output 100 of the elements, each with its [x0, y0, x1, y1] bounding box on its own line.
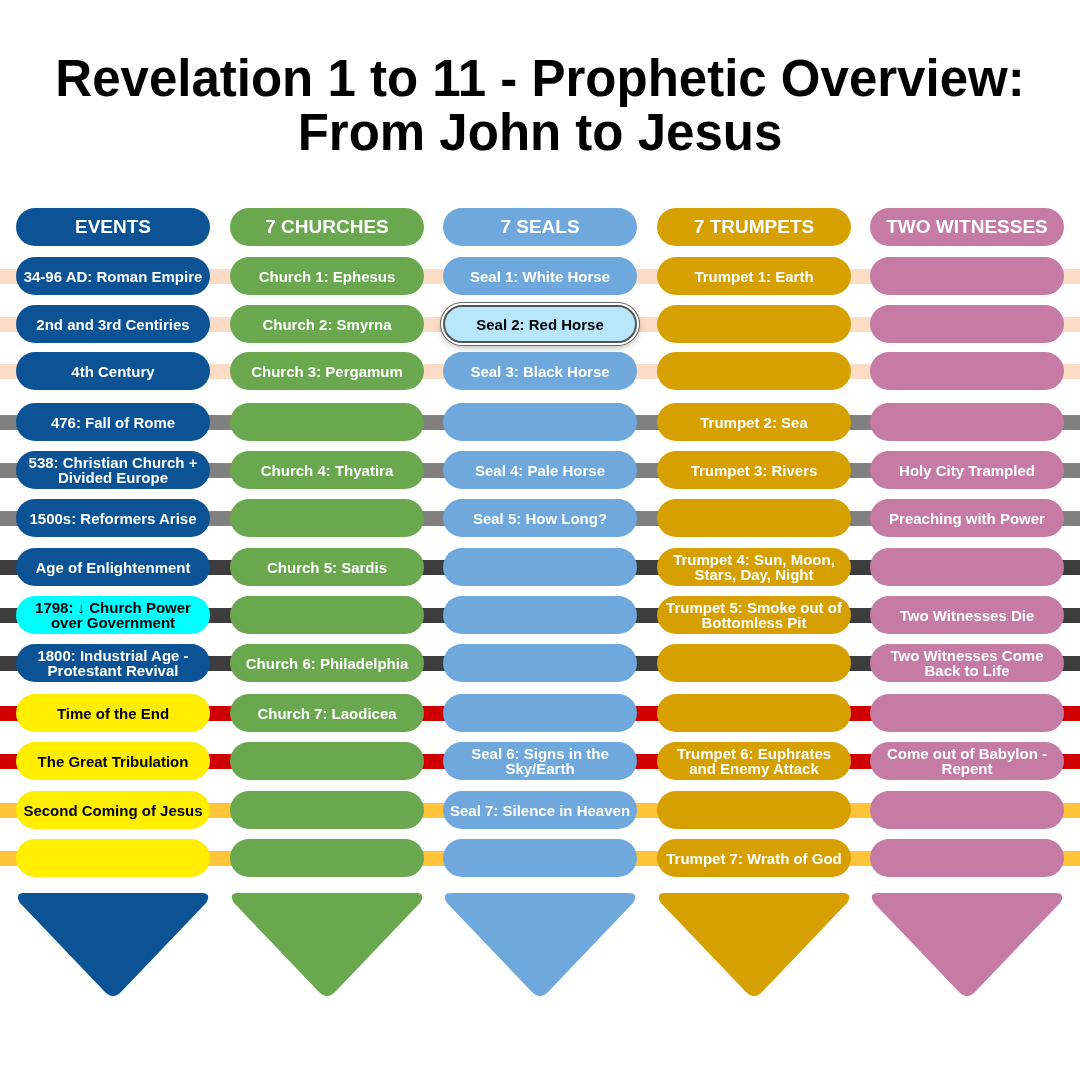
column-header [443, 208, 637, 246]
cell-text: Come out of Babylon - Repent [886, 746, 1048, 776]
timeline-cell [657, 839, 851, 877]
timeline-cell [230, 257, 424, 295]
timeline-cell [443, 451, 637, 489]
timeline-cell [870, 791, 1064, 829]
timeline-cell [16, 403, 210, 441]
timeline-cell [16, 742, 210, 780]
cell-text: Time of the End [55, 705, 171, 721]
timeline-cell [443, 596, 637, 634]
timeline-cell [870, 305, 1064, 343]
cell-text: 2nd and 3rd Centiries [35, 316, 191, 332]
header-text: 7 TRUMPETS [692, 217, 816, 237]
header-text: 7 CHURCHES [264, 217, 390, 237]
cell-text: Church 5: Sardis [266, 559, 388, 575]
timeline-cell [16, 596, 210, 634]
timeline-cell [443, 694, 637, 732]
title: Revelation 1 to 11 - Prophetic Overview: From John to Jesus [54, 52, 1026, 160]
cell-text: Church 2: Smyrna [261, 316, 393, 332]
timeline-cell [230, 499, 424, 537]
cell-text: Church 1: Ephesus [257, 268, 397, 284]
timeline-cell [657, 257, 851, 295]
timeline-cell [657, 742, 851, 780]
cell-text: Church 3: Pergamum [250, 363, 404, 379]
cell-text: Church 6: Philadelphia [244, 655, 410, 671]
timeline-cell [657, 499, 851, 537]
column-header [230, 208, 424, 246]
cell-text: Church 7: Laodicea [256, 705, 398, 721]
cell-text: Seal 4: Pale Horse [473, 462, 607, 478]
header-text: 7 SEALS [499, 217, 581, 237]
column-header [657, 208, 851, 246]
cell-text: Seal 3: Black Horse [469, 363, 611, 379]
timeline-cell [230, 742, 424, 780]
timeline-cell [230, 548, 424, 586]
timeline-cell [443, 548, 637, 586]
cell-text: Holy City Trampled [898, 462, 1036, 478]
timeline-cell [443, 305, 637, 343]
cell-text: Seal 1: White Horse [468, 268, 611, 284]
cell-text: Age of Enlightenment [34, 559, 192, 575]
timeline-cell [16, 644, 210, 682]
timeline-cell [870, 742, 1064, 780]
column-header [870, 208, 1064, 246]
timeline-cell [870, 403, 1064, 441]
timeline-cell [657, 644, 851, 682]
cell-text: 1798: ↓ Church Power over Government [34, 600, 192, 630]
timeline-cell [870, 352, 1064, 390]
cell-text: 34-96 AD: Roman Empire [22, 268, 204, 284]
column-header [16, 208, 210, 246]
timeline-cell [230, 403, 424, 441]
header-text: EVENTS [74, 217, 152, 237]
timeline-cell [870, 839, 1064, 877]
timeline-cell [657, 305, 851, 343]
header-text: TWO WITNESSES [885, 217, 1049, 237]
timeline-cell [16, 257, 210, 295]
timeline-cell [443, 644, 637, 682]
cell-text: Seal 7: Silence in Heaven [448, 802, 632, 818]
timeline-cell [230, 451, 424, 489]
timeline-cell [870, 644, 1064, 682]
timeline-cell [443, 403, 637, 441]
timeline-cell [16, 499, 210, 537]
timeline-cell [870, 451, 1064, 489]
timeline-cell [230, 791, 424, 829]
cell-text: Seal 5: How Long? [471, 510, 609, 526]
cell-text: Trumpet 4: Sun, Moon, Stars, Day, Night [672, 552, 836, 582]
timeline-cell [443, 791, 637, 829]
cell-text: 4th Century [70, 363, 156, 379]
timeline-cell [16, 694, 210, 732]
cell-text: 1500s: Reformers Arise [28, 510, 198, 526]
timeline-cell [16, 451, 210, 489]
timeline-cell [657, 403, 851, 441]
timeline-cell [16, 548, 210, 586]
timeline-cell [870, 548, 1064, 586]
cell-text: 538: Christian Church + Divided Europe [27, 455, 199, 485]
cell-text: Trumpet 3: Rivers [689, 462, 819, 478]
cell-text: Second Coming of Jesus [22, 802, 204, 818]
timeline-cell [657, 791, 851, 829]
timeline-cell [870, 257, 1064, 295]
cell-text: 1800: Industrial Age - Protestant Revival [36, 648, 190, 678]
timeline-cell [16, 839, 210, 877]
timeline-cell [230, 596, 424, 634]
timeline-cell [443, 257, 637, 295]
timeline-cell [16, 791, 210, 829]
timeline-cell [443, 499, 637, 537]
timeline-cell [230, 644, 424, 682]
cell-text: The Great Tribulation [36, 753, 190, 769]
timeline-cell [230, 694, 424, 732]
timeline-cell [443, 742, 637, 780]
timeline-cell [657, 596, 851, 634]
timeline-cell [657, 352, 851, 390]
cell-text: Trumpet 5: Smoke out of Bottomless Pit [665, 600, 843, 630]
timeline-cell [230, 352, 424, 390]
cell-text: Seal 6: Signs in the Sky/Earth [470, 746, 610, 776]
timeline-cell [230, 305, 424, 343]
timeline-cell [16, 305, 210, 343]
cell-text: Seal 2: Red Horse [475, 316, 605, 332]
timeline-cell [870, 499, 1064, 537]
cell-text: Trumpet 7: Wrath of God [665, 850, 843, 866]
timeline-cell [870, 694, 1064, 732]
timeline-cell [443, 839, 637, 877]
timeline-cell [870, 596, 1064, 634]
